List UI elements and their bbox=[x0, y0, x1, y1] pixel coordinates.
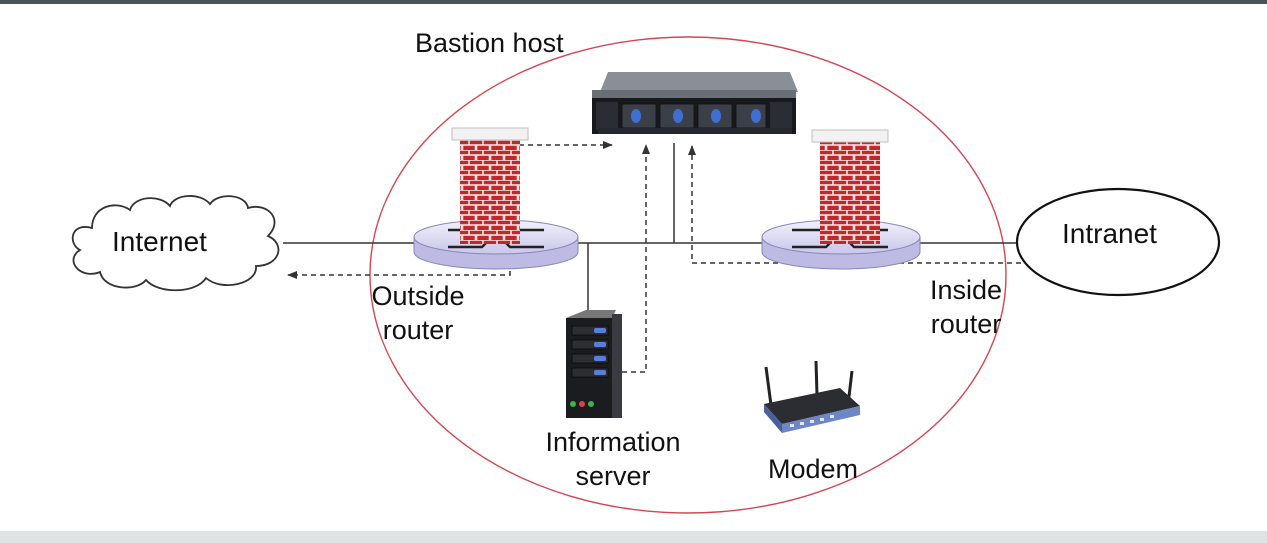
internet-cloud-icon bbox=[71, 195, 280, 292]
outside-router-label-line2: router bbox=[382, 315, 454, 345]
modem-label: Modem bbox=[768, 454, 859, 484]
information-server-label-line1: Information bbox=[545, 427, 681, 457]
intranet-icon bbox=[1015, 187, 1221, 297]
outside-router-label: Outside router bbox=[355, 279, 481, 347]
information-server-label-line2: server bbox=[575, 461, 651, 491]
bastion-host-label: Bastion host bbox=[415, 28, 564, 58]
inside-router-label-line1: Inside bbox=[929, 275, 1003, 305]
internet-label: Internet bbox=[112, 226, 207, 257]
intranet-label: Intranet bbox=[1062, 218, 1157, 249]
bastion-host-server-icon bbox=[592, 72, 798, 134]
inside-router-label: Inside router bbox=[912, 273, 1020, 341]
outside-firewall-icon bbox=[451, 127, 529, 244]
traffic-arrows bbox=[287, 141, 1030, 373]
outside-router-label-line1: Outside bbox=[371, 281, 465, 311]
modem-icon bbox=[764, 360, 860, 433]
inside-firewall-icon bbox=[811, 129, 889, 244]
information-server-label: Information server bbox=[520, 425, 706, 493]
information-server-tower-icon bbox=[566, 310, 622, 418]
top-bar bbox=[0, 0, 1267, 4]
bottom-bar bbox=[0, 531, 1267, 543]
inside-router-label-line2: router bbox=[930, 309, 1002, 339]
